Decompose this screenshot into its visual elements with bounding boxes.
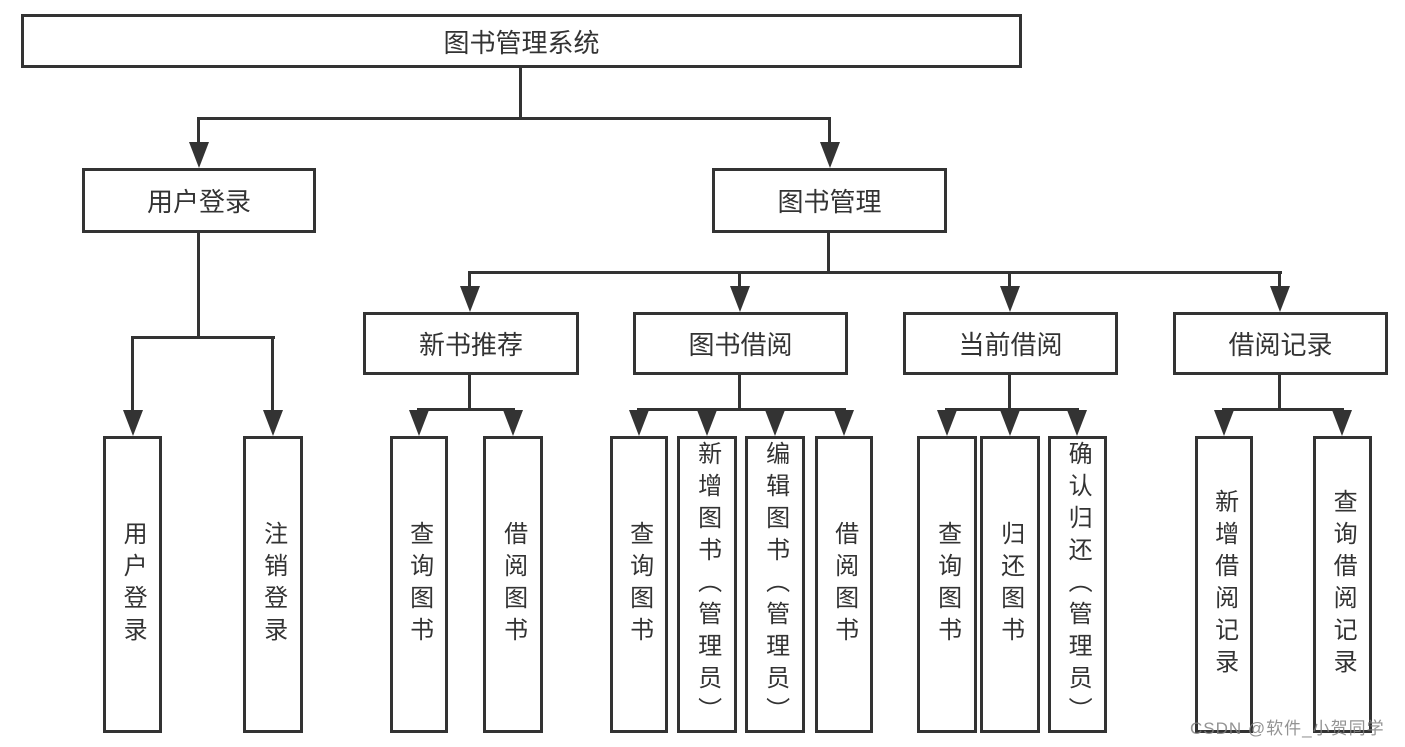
connector-line [1008, 271, 1011, 288]
arrow-down-icon [1000, 410, 1020, 436]
connector-line [738, 375, 741, 410]
node-new-book-recommendation: 新书推荐 [363, 312, 579, 375]
node-current-borrowing: 当前借阅 [903, 312, 1118, 375]
connector-line [1278, 271, 1281, 288]
leaf-label: 查询借阅记录 [1329, 488, 1357, 681]
leaf-label: 确认归还（管理员） [1064, 440, 1092, 729]
leaf-label: 编辑图书（管理员） [761, 440, 789, 729]
leaf-label: 借阅图书 [830, 520, 858, 649]
leaf-label: 归还图书 [996, 520, 1024, 649]
connector-line [417, 408, 515, 411]
connector-line [1222, 408, 1344, 411]
connector-line [1008, 375, 1011, 410]
arrow-down-icon [123, 410, 143, 436]
node-book-borrowing: 图书借阅 [633, 312, 848, 375]
leaf-label: 用户登录 [119, 520, 147, 649]
leaf-query-borrow-record: 查询借阅记录 [1313, 436, 1372, 733]
arrow-down-icon [629, 410, 649, 436]
node-book-management: 图书管理 [712, 168, 947, 233]
arrow-down-icon [263, 410, 283, 436]
connector-line [131, 336, 134, 412]
leaf-label: 借阅图书 [499, 520, 527, 649]
arrow-down-icon [1067, 410, 1087, 436]
arrow-down-icon [1332, 410, 1352, 436]
leaf-label: 查询图书 [405, 520, 433, 649]
connector-line [738, 271, 741, 288]
leaf-label: 查询图书 [933, 520, 961, 649]
leaf-query-books: 查询图书 [610, 436, 668, 733]
arrow-down-icon [1270, 286, 1290, 312]
connector-line [131, 336, 275, 339]
node-library-management-system: 图书管理系统 [21, 14, 1022, 68]
arrow-down-icon [1214, 410, 1234, 436]
connector-line [945, 408, 1079, 411]
leaf-add-books-admin: 新增图书（管理员） [677, 436, 737, 733]
arrow-down-icon [503, 410, 523, 436]
arrow-down-icon [937, 410, 957, 436]
leaf-add-borrow-record: 新增借阅记录 [1195, 436, 1253, 733]
connector-line [197, 117, 200, 145]
connector-line [468, 271, 1282, 274]
connector-line [271, 336, 274, 412]
arrow-down-icon [1000, 286, 1020, 312]
connector-line [468, 271, 471, 288]
leaf-query-books: 查询图书 [917, 436, 977, 733]
leaf-confirm-return-admin: 确认归还（管理员） [1048, 436, 1107, 733]
leaf-label: 新增图书（管理员） [693, 440, 721, 729]
leaf-edit-books-admin: 编辑图书（管理员） [745, 436, 805, 733]
arrow-down-icon [730, 286, 750, 312]
leaf-label: 查询图书 [625, 520, 653, 649]
arrow-down-icon [460, 286, 480, 312]
arrow-down-icon [834, 410, 854, 436]
leaf-label: 新增借阅记录 [1210, 488, 1238, 681]
connector-line [1278, 375, 1281, 410]
arrow-down-icon [409, 410, 429, 436]
leaf-return-books: 归还图书 [980, 436, 1040, 733]
connector-line [637, 408, 846, 411]
leaf-borrow-books: 借阅图书 [815, 436, 873, 733]
leaf-borrow-books: 借阅图书 [483, 436, 543, 733]
arrow-down-icon [820, 142, 840, 168]
leaf-user-login: 用户登录 [103, 436, 162, 733]
leaf-query-books: 查询图书 [390, 436, 448, 733]
node-user-login: 用户登录 [82, 168, 316, 233]
arrow-down-icon [189, 142, 209, 168]
connector-line [197, 233, 200, 338]
leaf-label: 注销登录 [259, 520, 287, 649]
arrow-down-icon [697, 410, 717, 436]
connector-line [197, 117, 831, 120]
arrow-down-icon [765, 410, 785, 436]
connector-line [468, 375, 471, 410]
connector-line [827, 233, 830, 273]
node-borrowing-records: 借阅记录 [1173, 312, 1388, 375]
connector-line [828, 117, 831, 145]
connector-line [519, 68, 522, 118]
csdn-watermark: CSDN @软件_小贺同学 [1190, 719, 1385, 738]
leaf-logout: 注销登录 [243, 436, 303, 733]
